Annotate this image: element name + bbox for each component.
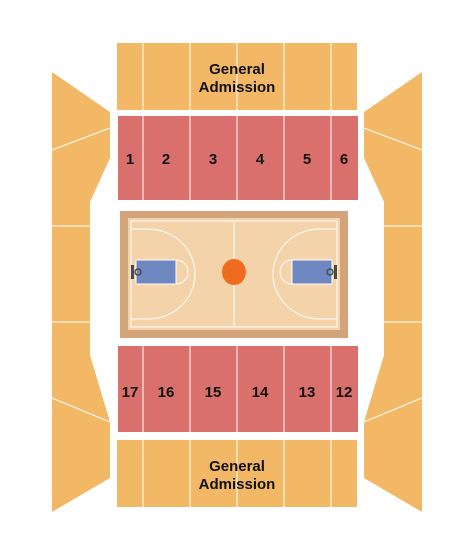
section-1-label: 1 (126, 151, 134, 168)
section-15[interactable]: 15 (205, 384, 222, 401)
section-15-label: 15 (205, 384, 222, 401)
left-hoop-icon (131, 265, 142, 279)
section-12-label: 12 (336, 384, 353, 401)
left-key (135, 259, 177, 285)
section-5-label: 5 (303, 151, 311, 168)
section-3[interactable]: 3 (209, 151, 217, 168)
basketball-court (120, 211, 348, 338)
section-2[interactable]: 2 (162, 151, 170, 168)
section-13[interactable]: 13 (299, 384, 316, 401)
general-admission-top-label-line1: General (209, 61, 265, 78)
side-section-right[interactable] (363, 72, 423, 512)
sections-bottom-row: 17 16 15 14 13 12 (118, 346, 358, 432)
center-ball-icon (222, 259, 246, 285)
general-admission-top[interactable]: General Admission (117, 43, 357, 110)
general-admission-bottom[interactable]: General Admission (117, 440, 357, 507)
general-admission-bottom-label-line2: Admission (199, 476, 276, 493)
section-14-label: 14 (252, 384, 269, 401)
section-5[interactable]: 5 (303, 151, 311, 168)
section-1[interactable]: 1 (126, 151, 134, 168)
general-admission-top-label-line2: Admission (199, 79, 276, 96)
section-4-label: 4 (256, 151, 265, 168)
section-6[interactable]: 6 (340, 151, 348, 168)
section-13-label: 13 (299, 384, 316, 401)
general-admission-bottom-label-line1: General (209, 458, 265, 475)
section-4[interactable]: 4 (256, 151, 265, 168)
side-section-left[interactable] (51, 72, 111, 512)
section-16-label: 16 (158, 384, 175, 401)
section-12[interactable]: 12 (336, 384, 353, 401)
right-hoop-icon (326, 265, 337, 279)
section-17[interactable]: 17 (122, 384, 139, 401)
section-2-label: 2 (162, 151, 170, 168)
section-14[interactable]: 14 (252, 384, 269, 401)
section-6-label: 6 (340, 151, 348, 168)
section-16[interactable]: 16 (158, 384, 175, 401)
right-key (291, 259, 333, 285)
section-3-label: 3 (209, 151, 217, 168)
sections-top-row: 1 2 3 4 5 6 (118, 116, 358, 200)
section-17-label: 17 (122, 384, 139, 401)
